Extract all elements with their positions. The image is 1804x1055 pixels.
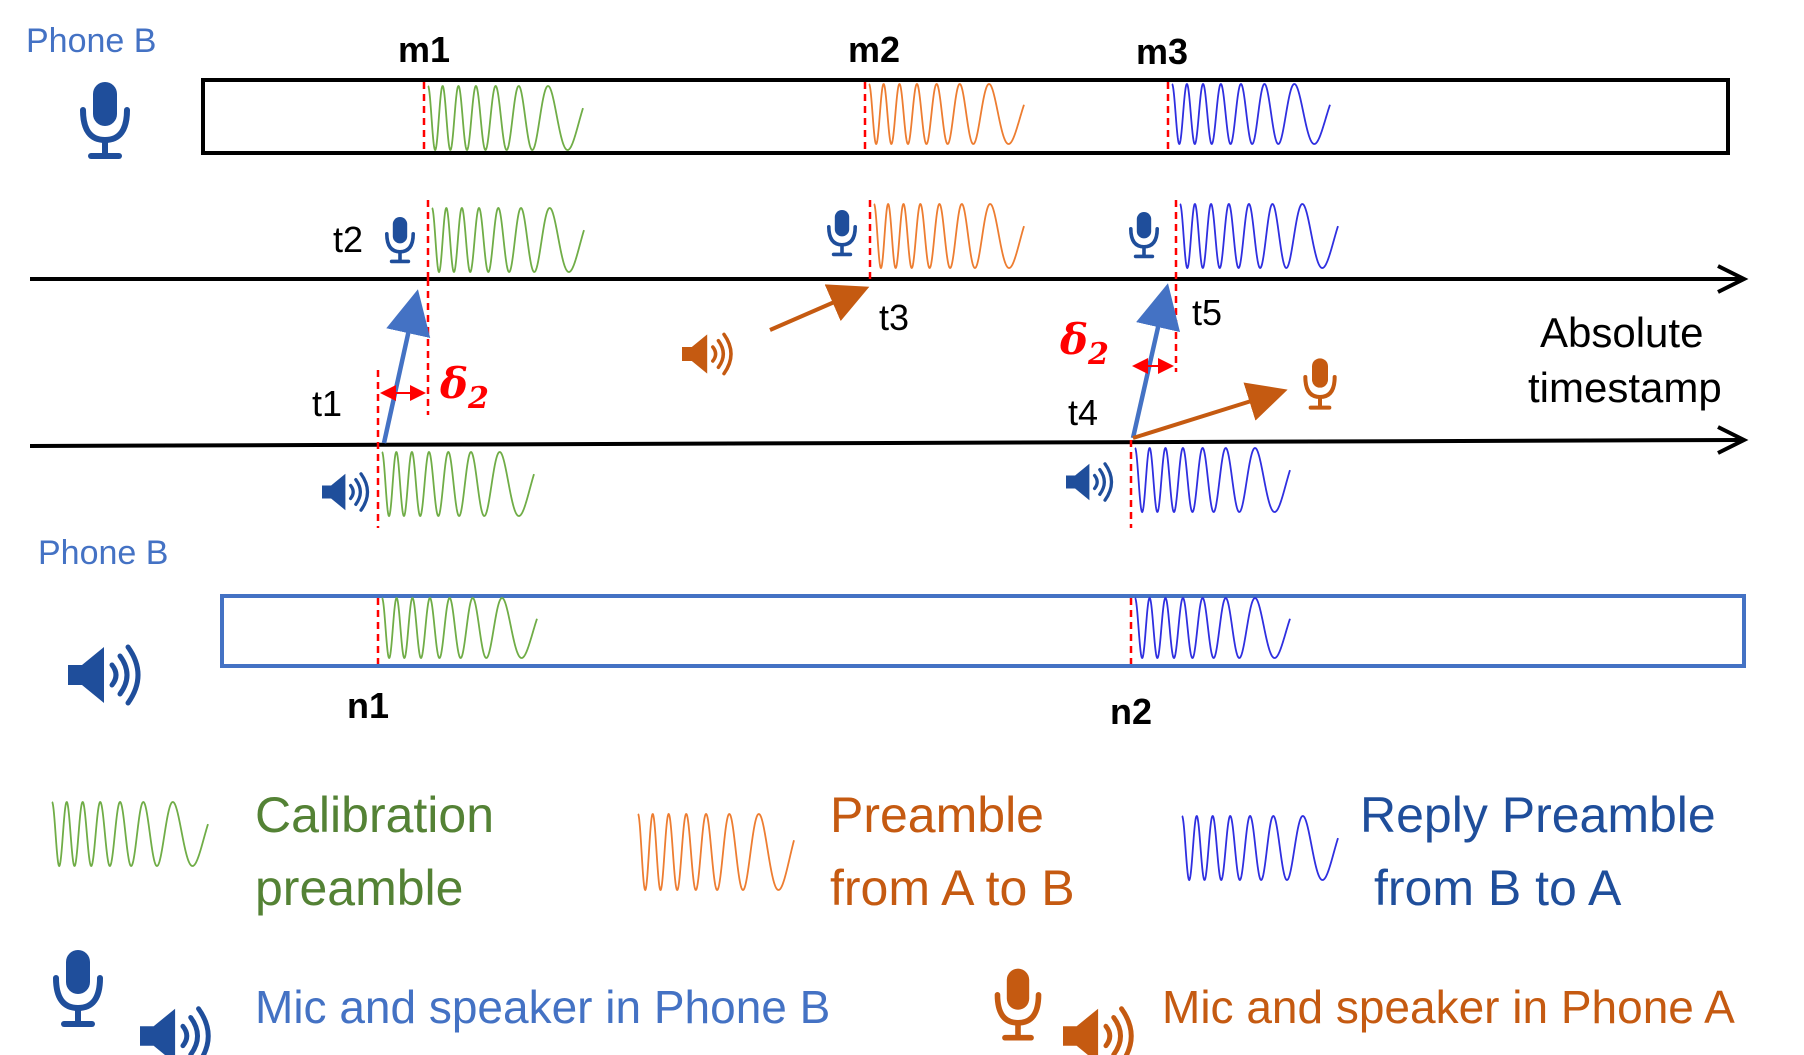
marker-m3: m3 (1136, 31, 1188, 72)
delta-label-left: δ2 (439, 359, 489, 416)
bottom-track-box (220, 594, 1746, 668)
arrow-b-to-a (1132, 382, 1288, 440)
wave-calibration-n1 (381, 596, 538, 660)
legend-reply-line2: from B to A (1374, 860, 1622, 916)
legend-preamble-line1: Preamble (830, 787, 1044, 843)
wave-reply-t4 (1134, 446, 1291, 514)
legend-calibration-line2: preamble (255, 860, 463, 916)
wave-reply-m3 (1171, 82, 1331, 146)
bottom-track-label: Phone B (38, 534, 168, 572)
wave-calibration-t1 (381, 450, 535, 518)
speaker-icon (140, 1009, 208, 1055)
legend-reply-line1: Reply Preamble (1360, 787, 1716, 843)
marker-m1: m1 (398, 29, 450, 70)
chirp-wave (1171, 82, 1331, 146)
upper-axis-arrowhead (1717, 264, 1749, 294)
legend-wave-calibration (51, 800, 209, 868)
chirp-wave (873, 202, 1025, 270)
arrow-a-to-b (769, 284, 870, 332)
marker-n2: n2 (1110, 691, 1152, 732)
chirp-wave (637, 812, 795, 892)
microphone-icon (56, 950, 100, 1024)
speaker-icon (1063, 1009, 1131, 1055)
wave-preamble-m2 (868, 82, 1025, 146)
chirp-wave (1134, 596, 1291, 660)
wave-calibration-m1 (427, 84, 584, 152)
top-track-label: Phone B (26, 22, 156, 60)
label-t3: t3 (879, 297, 909, 338)
marker-m2: m2 (848, 29, 900, 70)
speaker-icon (680, 332, 733, 376)
chirp-wave (381, 596, 538, 660)
chirp-wave (427, 84, 584, 152)
chirp-wave (1181, 814, 1339, 882)
microphone-icon (1129, 210, 1159, 259)
upper-timeline: t2 t3 t5 (30, 200, 1749, 372)
microphone-icon (826, 208, 858, 257)
lower-timeline: t1 t4 (29, 279, 1749, 528)
chirp-wave (1179, 202, 1339, 270)
label-t4: t4 (1068, 392, 1098, 433)
speaker-icon (320, 471, 370, 513)
wave-calibration-t2 (431, 206, 585, 274)
delta-label-right: δ2 (1059, 315, 1109, 372)
axis-label-line2: timestamp (1528, 364, 1722, 411)
legend-phone-a-devices: Mic and speaker in Phone A (1162, 981, 1735, 1033)
legend: Calibration preamble Preamble from A to … (51, 787, 1735, 1055)
wave-reply-n2 (1134, 596, 1291, 660)
top-track: Phone B m1 m2 m3 (26, 22, 1730, 156)
label-t2: t2 (333, 219, 363, 260)
legend-wave-reply (1181, 814, 1339, 882)
marker-n1: n1 (347, 685, 389, 726)
speaker-icon (68, 647, 138, 703)
chirp-wave (431, 206, 585, 274)
legend-wave-preamble (637, 812, 795, 892)
chirp-wave (1134, 446, 1291, 514)
microphone-icon (384, 215, 416, 264)
chirp-wave (381, 450, 535, 518)
microphone-icon (83, 82, 127, 156)
microphone-icon (997, 969, 1038, 1038)
axis-label-line1: Absolute (1540, 309, 1703, 356)
microphone-icon (1305, 358, 1334, 407)
wave-reply-t5 (1179, 202, 1339, 270)
label-t1: t1 (312, 383, 342, 424)
chirp-wave (868, 82, 1025, 146)
lower-axis (29, 438, 1741, 448)
arrow-t1-to-t2 (381, 289, 431, 444)
legend-calibration-line1: Calibration (255, 787, 494, 843)
bottom-track: Phone B n1 n2 (38, 534, 1746, 732)
legend-preamble-line2: from A to B (830, 860, 1075, 916)
legend-phone-b-devices: Mic and speaker in Phone B (255, 981, 830, 1033)
wave-preamble-t3 (873, 202, 1025, 270)
lower-axis-arrowhead (1717, 425, 1749, 455)
speaker-icon (1064, 461, 1114, 503)
chirp-wave (51, 800, 209, 868)
top-track-box (201, 78, 1730, 155)
label-t5: t5 (1192, 292, 1222, 333)
